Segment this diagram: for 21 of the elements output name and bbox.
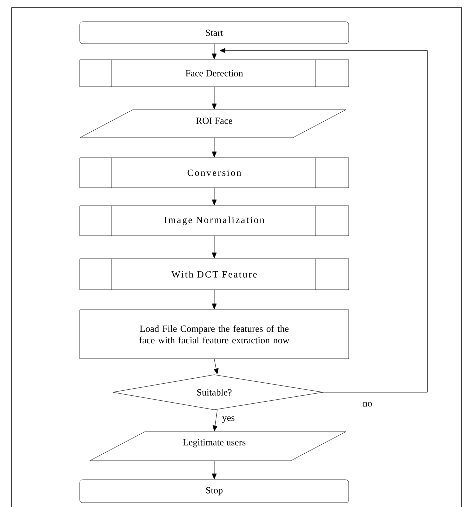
arrow [212,44,217,60]
input-output-box: ROI Face [80,110,346,138]
arrow [212,290,217,310]
arrow [212,410,218,432]
process-box: Face Derection [80,60,350,88]
input-output-box: Legitimate users [90,432,346,462]
arrow [212,87,217,110]
terminator-box: Stop [80,480,350,504]
arrow [212,236,217,258]
arrow [214,359,219,374]
process-box: Image Normalization [80,206,350,236]
edge-label: no [362,401,374,408]
process-box: Conversion [80,158,350,188]
arrow [212,188,217,206]
arrow [212,138,217,158]
edge-label: yes [221,416,236,424]
process-box: Load File Compare the features of the face with facial feature extraction now [80,310,350,360]
arrow [220,48,428,393]
terminator-box: Start [80,22,350,44]
process-box: With DCT Feature [80,258,350,290]
arrow [212,461,217,480]
